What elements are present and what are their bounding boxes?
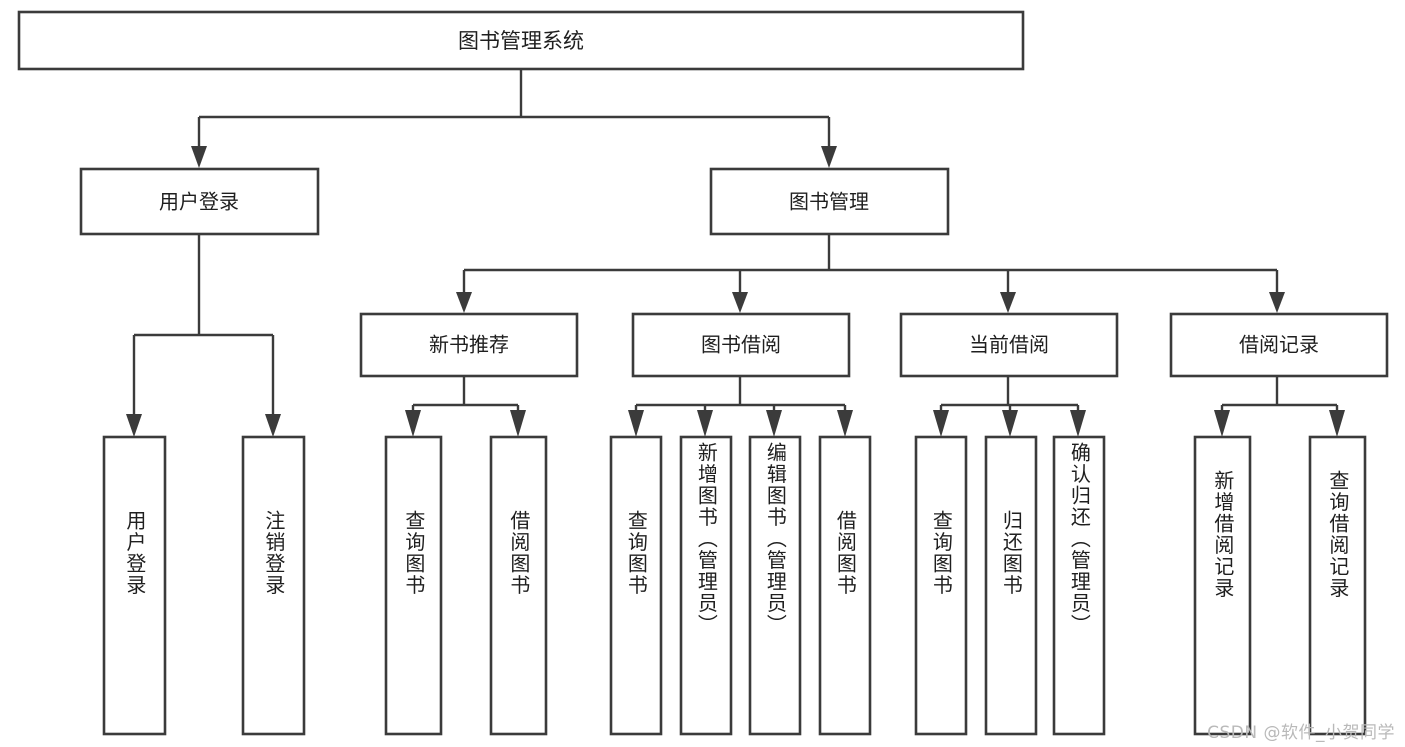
arrow-bookborrow-leaf1 xyxy=(628,410,644,437)
arrow-bookborrow-leaf3 xyxy=(766,410,782,437)
node-current-borrow-label: 当前借阅 xyxy=(969,333,1049,357)
leaf-box-book-borrow-3[interactable] xyxy=(748,435,802,736)
node-book-management-box[interactable] xyxy=(709,167,950,236)
leaf-boxes-borrow-record xyxy=(1193,435,1367,736)
edges-bookborrow-to-leaves xyxy=(628,376,853,437)
node-current-borrow[interactable]: 当前借阅 xyxy=(899,312,1119,378)
node-borrow-record-box[interactable] xyxy=(1169,312,1389,378)
leaf-box-book-borrow-4[interactable] xyxy=(818,435,872,736)
node-root-label: 图书管理系统 xyxy=(458,29,584,53)
node-book-borrow-label: 图书借阅 xyxy=(701,333,781,357)
node-book-borrow[interactable]: 图书借阅 xyxy=(631,312,851,378)
leaf-box-user-login-1[interactable] xyxy=(102,435,167,736)
leaf-box-new-book-2[interactable] xyxy=(489,435,548,736)
node-new-book-recommend-box[interactable] xyxy=(359,312,579,378)
leaf-box-current-borrow-1[interactable] xyxy=(914,435,968,736)
arrow-newbook-leaf1 xyxy=(405,410,421,437)
leaf-box-book-borrow-2[interactable] xyxy=(679,435,733,736)
csdn-watermark: CSDN @软件_小贺同学 xyxy=(1207,723,1395,743)
node-root-box[interactable] xyxy=(17,10,1025,71)
node-new-book-recommend[interactable]: 新书推荐 xyxy=(359,312,579,378)
node-book-management-label: 图书管理 xyxy=(789,190,869,214)
leaf-box-current-borrow-3[interactable] xyxy=(1052,435,1106,736)
node-book-management[interactable]: 图书管理 xyxy=(709,167,950,236)
node-borrow-record[interactable]: 借阅记录 xyxy=(1169,312,1389,378)
leaf-boxes-current-borrow xyxy=(914,435,1106,736)
node-book-borrow-box[interactable] xyxy=(631,312,851,378)
arrow-to-new-book xyxy=(456,292,472,313)
node-user-login[interactable]: 用户登录 xyxy=(79,167,320,236)
leaf-boxes-book-borrow xyxy=(609,435,872,736)
node-root[interactable]: 图书管理系统 xyxy=(17,10,1025,71)
edges-bookmgmt-to-level3 xyxy=(456,234,1285,313)
arrow-currentborrow-leaf2 xyxy=(1002,410,1018,437)
leaf-box-borrow-record-1[interactable] xyxy=(1193,435,1252,736)
arrow-userlogin-leaf1 xyxy=(126,414,142,437)
leaf-box-borrow-record-2[interactable] xyxy=(1308,435,1367,736)
arrow-to-book-borrow xyxy=(732,292,748,313)
edges-root-to-level2 xyxy=(191,69,837,168)
arrow-root-to-book-mgmt xyxy=(821,146,837,168)
node-user-login-label: 用户登录 xyxy=(159,190,239,214)
edges-currentborrow-to-leaves xyxy=(933,376,1086,437)
arrow-currentborrow-leaf3 xyxy=(1070,410,1086,437)
arrow-root-to-user-login xyxy=(191,146,207,168)
leaf-box-book-borrow-1[interactable] xyxy=(609,435,663,736)
node-user-login-box[interactable] xyxy=(79,167,320,236)
node-borrow-record-label: 借阅记录 xyxy=(1239,333,1319,357)
edges-userlogin-to-leaves xyxy=(126,234,281,437)
arrow-bookborrow-leaf4 xyxy=(837,410,853,437)
edges-borrowrecord-to-leaves xyxy=(1214,376,1345,437)
leaf-box-new-book-1[interactable] xyxy=(384,435,443,736)
arrow-currentborrow-leaf1 xyxy=(933,410,949,437)
arrow-to-current-borrow xyxy=(1000,292,1016,313)
arrow-userlogin-leaf2 xyxy=(265,414,281,437)
arrow-borrowrecord-leaf1 xyxy=(1214,410,1230,437)
arrow-bookborrow-leaf2 xyxy=(697,410,713,437)
leaf-box-user-login-2[interactable] xyxy=(241,435,306,736)
node-new-book-recommend-label: 新书推荐 xyxy=(429,333,509,357)
leaf-boxes-new-book-recommend xyxy=(384,435,548,736)
leaf-boxes-user-login xyxy=(102,435,306,736)
arrow-borrowrecord-leaf2 xyxy=(1329,410,1345,437)
node-current-borrow-box[interactable] xyxy=(899,312,1119,378)
edges-newbook-to-leaves xyxy=(405,376,526,437)
leaf-box-current-borrow-2[interactable] xyxy=(984,435,1038,736)
arrow-newbook-leaf2 xyxy=(510,410,526,437)
arrow-to-borrow-record xyxy=(1269,292,1285,313)
